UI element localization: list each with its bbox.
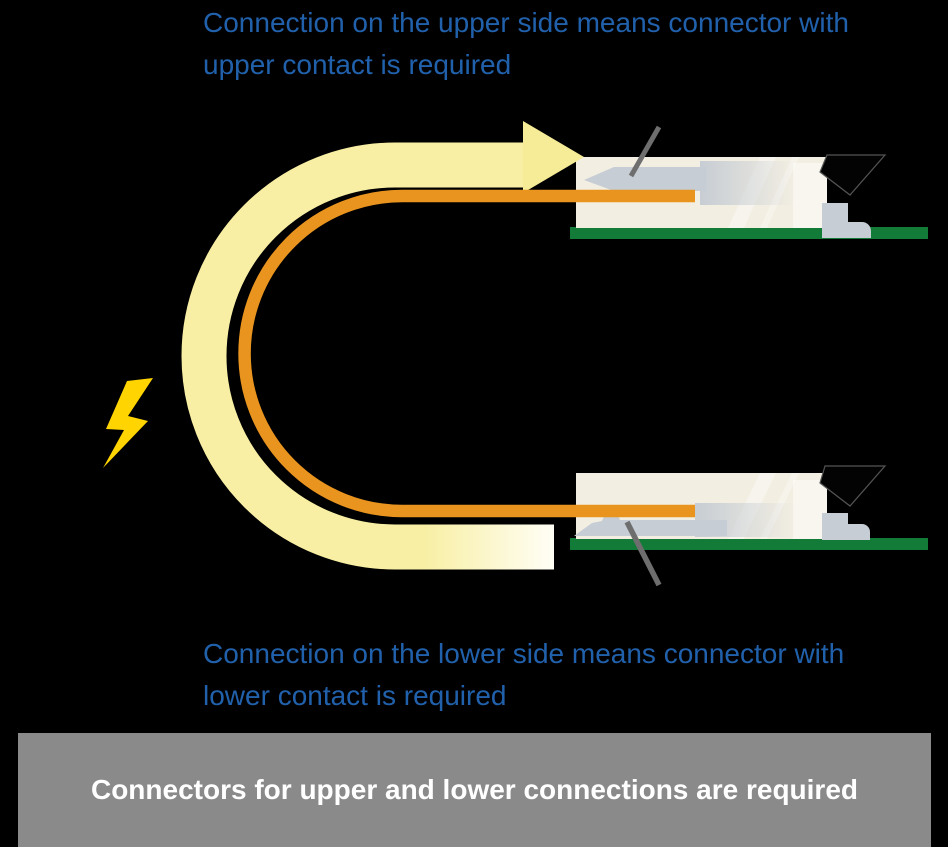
connector-pin-upper bbox=[822, 203, 871, 238]
u-turn-flow-arrow-tail bbox=[424, 524, 554, 570]
summary-banner-text: Connectors for upper and lower connectio… bbox=[90, 774, 859, 805]
pcb-board-upper bbox=[570, 227, 928, 239]
pointer-line-lower-contact bbox=[624, 520, 662, 587]
caption-upper-connection: Connection on the upper side means conne… bbox=[203, 2, 849, 86]
ffc-cable-loop bbox=[238, 189, 695, 518]
u-turn-flow-arrow-band bbox=[181, 142, 523, 570]
connector-contact-lower bbox=[574, 511, 727, 536]
summary-banner: Connectors for upper and lower connectio… bbox=[18, 733, 931, 847]
pcb-board-lower bbox=[570, 538, 928, 550]
connector-cavity-fade-upper bbox=[700, 161, 795, 205]
connector-body-upper-highlight bbox=[793, 163, 827, 228]
connector-contact-upper bbox=[584, 167, 706, 191]
u-turn-flow-arrow-head-icon bbox=[523, 121, 584, 193]
insertion-direction-arrow-upper-icon bbox=[819, 154, 887, 196]
lightning-bolt-icon bbox=[103, 378, 153, 468]
caption-lower-line2: lower contact is required bbox=[203, 680, 507, 711]
pointer-line-upper-contact bbox=[628, 125, 662, 178]
caption-upper-line1: Connection on the upper side means conne… bbox=[203, 7, 849, 38]
connector-pin-lower bbox=[822, 513, 870, 540]
caption-upper-line2: upper contact is required bbox=[203, 49, 512, 80]
connector-body-lower-highlight bbox=[793, 480, 827, 539]
caption-lower-connection: Connection on the lower side means conne… bbox=[203, 633, 844, 717]
caption-lower-line1: Connection on the lower side means conne… bbox=[203, 638, 845, 669]
insertion-direction-arrow-lower-icon bbox=[819, 465, 887, 507]
